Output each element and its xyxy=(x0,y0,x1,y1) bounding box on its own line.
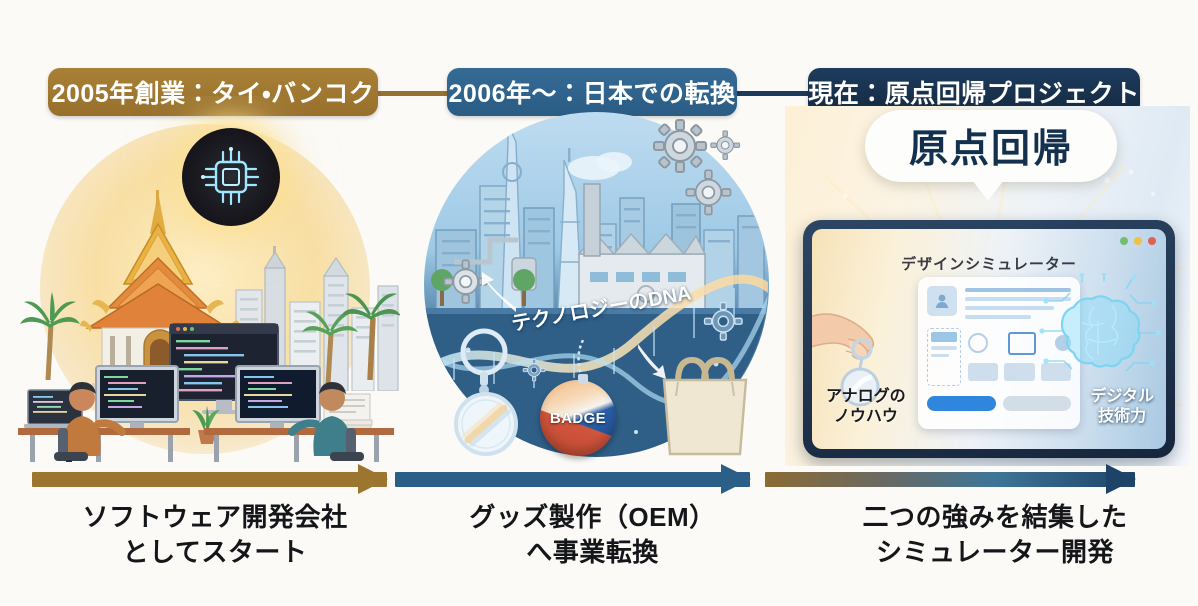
simulator-app-card xyxy=(918,277,1080,429)
user-icon xyxy=(935,294,949,308)
gear-icons xyxy=(443,119,743,382)
caption-2-line2: へ事業転換 xyxy=(526,536,659,567)
caption-3-line2: シミュレーター開発 xyxy=(876,536,1114,567)
caption-1-line2: としてスタート xyxy=(122,536,308,567)
progress-arrow-row xyxy=(0,464,1198,500)
hand-holding-keychain-icon xyxy=(812,313,880,407)
caption-3-line1: 二つの強みを結集した xyxy=(862,502,1128,532)
window-dot-yellow xyxy=(1134,237,1142,245)
analog-label-line2: ノウハウ xyxy=(833,408,898,425)
timeline-label-row: 2005年創業：タイ・バンコク 2006年〜：日本での転換 現在：原点回帰プロジ… xyxy=(0,34,1198,116)
cpu-chip-badge xyxy=(182,128,280,226)
phase-label-3-text: 現在：原点回帰プロジェクト xyxy=(808,80,1140,108)
secondary-action-button[interactable] xyxy=(1002,396,1071,411)
tote-bag-icon xyxy=(662,356,748,456)
arrow-phase-2 xyxy=(395,464,751,494)
phase-label-1-text: 2005年創業：タイ・バンコク xyxy=(51,80,375,108)
phase-label-1: 2005年創業：タイ・バンコク xyxy=(48,68,378,116)
window-dots xyxy=(1120,237,1156,245)
developers-desk-scene xyxy=(18,323,394,462)
avatar xyxy=(927,286,957,316)
phase-label-2: 2006年〜：日本での転換 xyxy=(447,68,737,116)
connector-phase1-phase2 xyxy=(366,91,456,96)
arrow-phase-1 xyxy=(32,464,388,494)
palm-tree-icon xyxy=(20,292,80,380)
primary-action-button[interactable] xyxy=(927,396,996,411)
panel-simulator: デザインシミュレーター xyxy=(785,96,1190,466)
connector-phase2-phase3 xyxy=(728,91,818,96)
badge-button-icon: BADGE xyxy=(540,380,616,456)
monitor-shape-icon xyxy=(1007,331,1036,355)
illustration-row: テクノロジーのDNA BADGE xyxy=(0,96,1198,466)
caption-phase-3: 二つの強みを結集した シミュレーター開発 xyxy=(800,500,1190,569)
circle-shape-icon xyxy=(968,333,988,353)
speech-bubble-text: 原点回帰 xyxy=(908,128,1073,171)
phase-label-2-text: 2006年〜：日本での転換 xyxy=(448,80,736,108)
caption-phase-2: グッズ製作（OEM） へ事業転換 xyxy=(400,500,785,569)
analog-strength-label: アナログの ノウハウ xyxy=(826,387,906,427)
analog-label-line1: アナログの xyxy=(826,388,906,405)
preview-tiles-row xyxy=(968,363,1071,381)
caption-1-line1: ソフトウェア開発会社 xyxy=(82,502,348,532)
panel-japan-oem: テクノロジーのDNA BADGE xyxy=(400,96,790,466)
window-dot-green xyxy=(1120,237,1128,245)
simulator-screen-title: デザインシミュレーター xyxy=(901,256,1077,273)
badge-chain-icon xyxy=(577,340,588,384)
card-side-panel xyxy=(927,328,961,386)
genten-kaiki-speech-bubble: 原点回帰 xyxy=(865,110,1117,201)
caption-2-line1: グッズ製作（OEM） xyxy=(469,502,716,532)
developer-left xyxy=(54,382,126,462)
digital-label-line2: 技術力 xyxy=(1098,408,1147,425)
caption-row: ソフトウェア開発会社 としてスタート グッズ製作（OEM） へ事業転換 二つの強… xyxy=(0,500,1198,600)
caption-phase-1: ソフトウェア開発会社 としてスタート xyxy=(25,500,405,569)
card-text-lines xyxy=(965,286,1071,319)
arrow-phase-3 xyxy=(765,464,1136,494)
panel-bangkok-software xyxy=(10,96,405,466)
card-action-row xyxy=(927,396,1071,411)
window-dot-red xyxy=(1148,237,1156,245)
digital-strength-label: デジタル 技術力 xyxy=(1090,387,1154,427)
badge-text: BADGE xyxy=(549,409,607,427)
digital-label-line1: デジタル xyxy=(1090,388,1154,405)
card-header-row xyxy=(927,286,1071,319)
digital-brain-icon xyxy=(1039,273,1161,372)
palm-tree-icon xyxy=(341,293,400,380)
keychain-icon xyxy=(454,328,518,456)
cpu-chip-icon xyxy=(201,147,260,206)
tablet-screen: デザインシミュレーター xyxy=(812,229,1166,449)
tablet-device: デザインシミュレーター xyxy=(803,220,1175,458)
developer-right xyxy=(288,382,364,461)
